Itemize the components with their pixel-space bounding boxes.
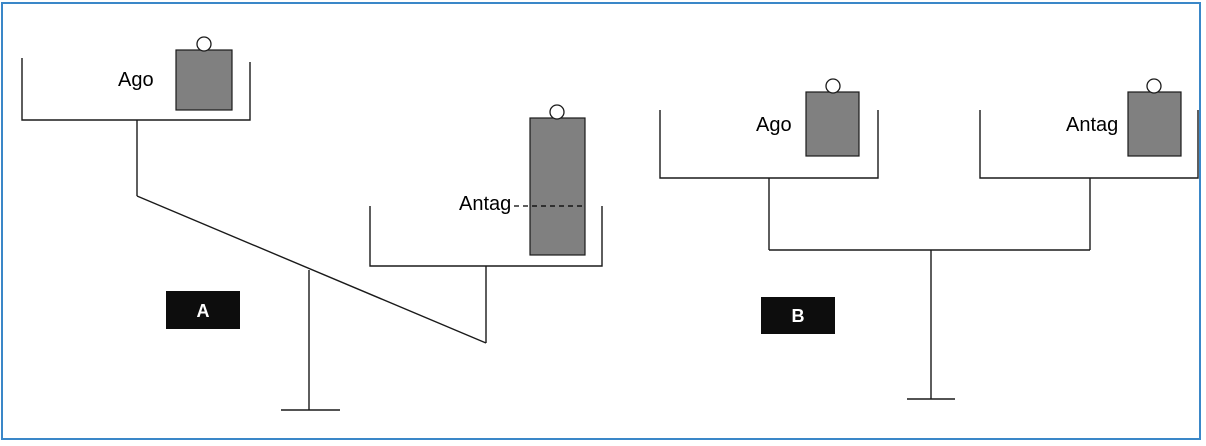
label-a-agonist: Ago [118,69,154,91]
badge-b [761,297,835,334]
diagram-a: Ago Antag A [21,36,603,411]
weight-b-agonist [805,91,860,157]
weight-ring-a-antagonist [549,104,565,120]
figure-frame [1,2,1201,440]
label-b-agonist: Ago [756,114,792,136]
weight-ring-b-agonist [825,78,841,94]
tray-a-agonist [21,58,251,121]
badge-a-label: A [197,301,210,321]
tray-b-antagonist [979,110,1199,179]
diagram-b: Ago Antag B [659,78,1199,400]
beam-a [136,195,487,344]
tray-a-antagonist [369,206,603,267]
weight-a-antagonist [529,117,586,256]
label-b-antagonist: Antag [1066,114,1118,136]
badge-b-label: B [792,306,805,326]
weight-ring-a-agonist [196,36,212,52]
weight-ring-b-antagonist [1146,78,1162,94]
weight-b-antagonist [1127,91,1182,157]
badge-a [166,291,240,329]
label-a-antagonist: Antag [459,193,511,215]
weight-a-agonist [175,49,233,111]
